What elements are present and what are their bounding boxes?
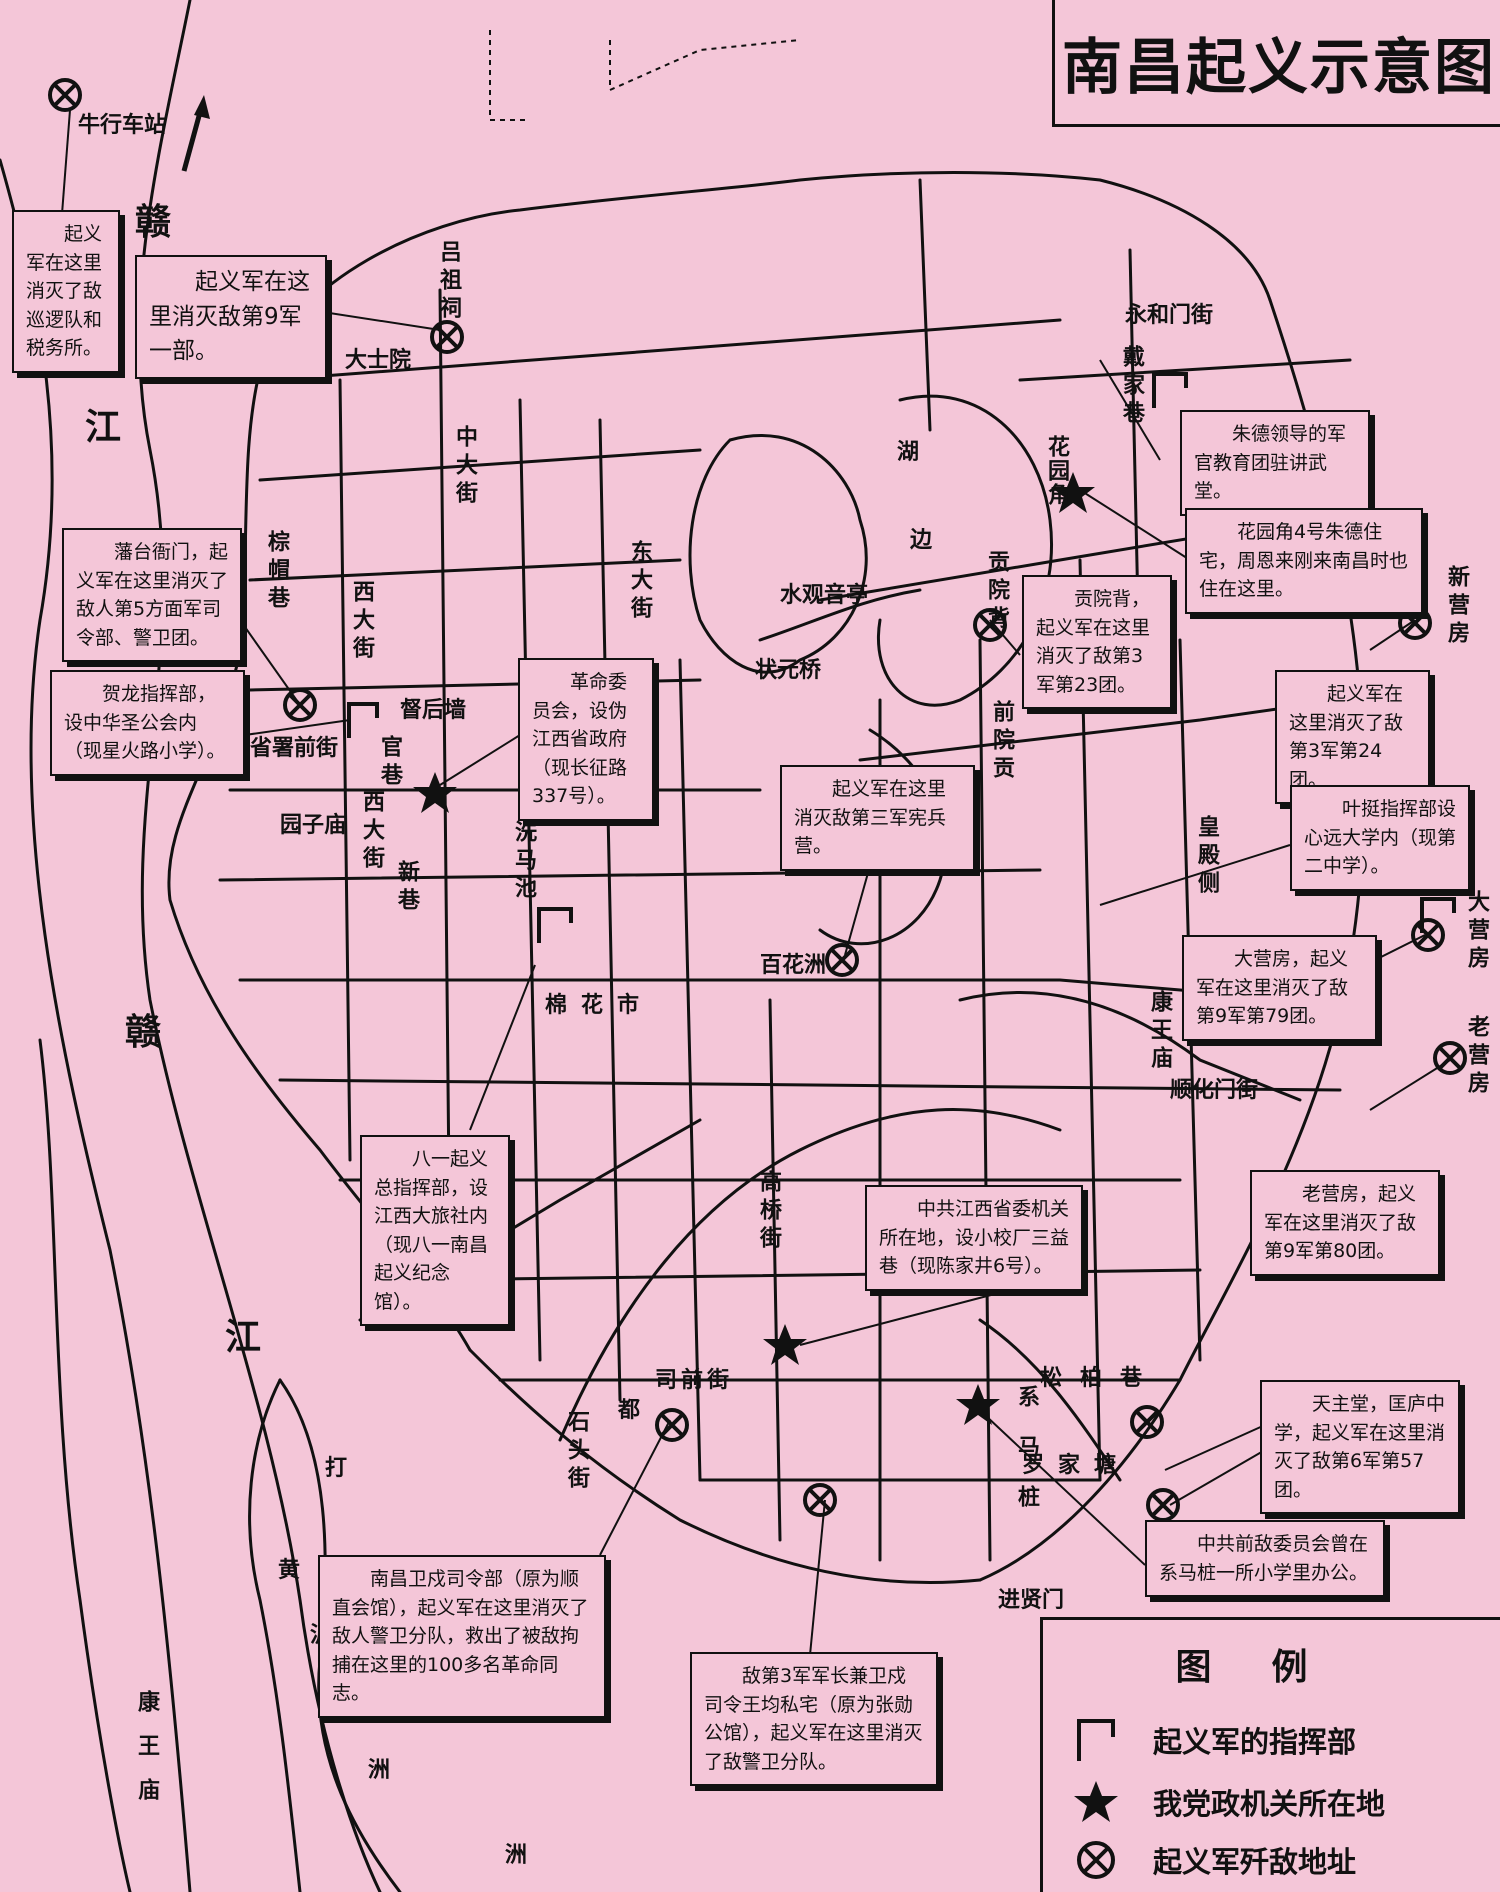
place-label: 打 (325, 1456, 348, 1481)
river-label: 江 (225, 1317, 262, 1358)
place-label: 顺化门街 (1170, 1078, 1259, 1103)
place-label: 老营房 (1464, 1015, 1489, 1099)
place-label: 园子庙 (280, 813, 347, 838)
callout-note: 天主堂，匡庐中学，起义军在这里消灭了敌第6军第57团。 (1260, 1380, 1460, 1514)
flag-icon (1420, 897, 1456, 933)
flag-icon (1077, 1719, 1115, 1761)
place-label: 水观音亭 (780, 583, 869, 608)
legend-item-battle: 起义军歼敌地址 (1073, 1835, 1356, 1885)
star-icon (1074, 1781, 1118, 1822)
place-label: 状元桥 (755, 658, 822, 683)
place-label: 贡院背 (984, 550, 1009, 634)
legend-item-party: 我党政机关所在地 (1073, 1777, 1385, 1827)
callout-note: 革命委员会，设伪江西省政府（现长征路337号）。 (518, 658, 654, 821)
place-label: 前院贡 (989, 700, 1014, 784)
callout-note: 中共前敌委员会曾在系马桩一所小学里办公。 (1145, 1520, 1385, 1597)
callout-note: 花园角4号朱德住宅，周恩来刚来南昌时也住在这里。 (1185, 508, 1423, 614)
callout-note: 起义军在这里消灭敌第9军一部。 (135, 255, 327, 379)
callout-note: 贡院背，起义军在这里消灭了敌第3军第23团。 (1022, 575, 1172, 709)
place-label: 高桥街 (756, 1170, 781, 1254)
crossed-circle-icon (803, 1483, 837, 1517)
river-label: 赣 (135, 202, 172, 243)
callout-note: 南昌卫戍司令部（原为顺直会馆），起义军在这里消灭了敌人警卫分队，救出了被敌拘捕在… (318, 1555, 606, 1718)
legend-label: 起义军歼敌地址 (1153, 1845, 1357, 1879)
crossed-circle-icon (825, 943, 859, 977)
place-label: 石头街 (564, 1410, 589, 1494)
callout-note: 中共江西省委机关所在地，设小校厂三益巷（现陈家井6号）。 (865, 1185, 1083, 1291)
place-label: 洲 (505, 1843, 528, 1868)
place-label: 官巷 (377, 735, 402, 791)
callout-note: 起义军在这里消灭敌第三军宪兵营。 (780, 765, 975, 871)
callout-note: 朱德领导的军官教育团驻讲武堂。 (1180, 410, 1370, 516)
callout-note: 叶挺指挥部设心远大学内（现第二中学）。 (1290, 785, 1470, 891)
place-label: 西大街 (359, 790, 384, 874)
place-label: 永和门街 (1125, 303, 1214, 328)
place-label: 百花洲 (760, 953, 827, 978)
star-icon (956, 1384, 1000, 1425)
place-label: 黄 (278, 1558, 301, 1583)
place-label: 康王庙 (134, 1690, 159, 1822)
star-icon (1051, 472, 1095, 513)
flag-icon (537, 907, 573, 943)
callout-note: 老营房，起义军在这里消灭了敌第9军第80团。 (1250, 1170, 1440, 1276)
legend-label: 我党政机关所在地 (1153, 1787, 1386, 1821)
place-label: 大士院 (345, 348, 412, 373)
place-label: 大营房 (1464, 890, 1489, 974)
flag-icon (347, 702, 379, 738)
crossed-circle-icon (283, 688, 317, 722)
place-label: 省署前街 (250, 736, 339, 761)
north-arrow-icon (181, 95, 210, 172)
crossed-circle-icon (1433, 1041, 1467, 1075)
crossed-circle-icon (430, 320, 464, 354)
place-label: 洲 (368, 1758, 391, 1783)
river-label: 江 (85, 407, 122, 448)
callout-note: 贺龙指挥部，设中华圣公会内（现星火路小学）。 (50, 670, 245, 776)
crossed-circle-icon (1146, 1488, 1180, 1522)
star-icon (413, 772, 457, 813)
crossed-circle-icon (48, 78, 82, 112)
callout-note: 大营房，起义军在这里消灭了敌第9军第79团。 (1182, 935, 1377, 1041)
place-label: 松柏巷 (1040, 1366, 1161, 1391)
place-label: 西大街 (349, 580, 374, 664)
place-label: 棉花市 (545, 993, 654, 1018)
place-label: 康王庙 (1147, 990, 1172, 1074)
callout-note: 藩台衙门，起义军在这里消灭了敌人第5方面军司令部、警卫团。 (62, 528, 242, 662)
place-label: 东大街 (627, 540, 652, 624)
place-label: 新巷 (394, 860, 419, 916)
place-label: 督后墙 (400, 698, 467, 723)
place-label: 戴家巷 (1119, 345, 1144, 429)
star-icon (763, 1324, 807, 1365)
crossed-circle-icon (973, 608, 1007, 642)
callout-note: 起义军在这里消灭了敌巡逻队和税务所。 (12, 210, 120, 373)
crossed-circle-icon (1130, 1405, 1164, 1439)
crossed-circle-icon (655, 1408, 689, 1442)
river-label: 赣 (125, 1012, 162, 1053)
map-legend: 图例 起义军的指挥部 我党政机关所在地 起义军歼敌地址 (1040, 1617, 1500, 1892)
place-label: 罗家塘 (1022, 1453, 1131, 1478)
place-label: 湖 (897, 440, 920, 465)
place-label: 吕祖祠 (436, 240, 461, 324)
legend-label: 起义军的指挥部 (1153, 1725, 1357, 1759)
place-label: 洗马池 (511, 820, 536, 904)
place-label: 花园角 (1044, 435, 1069, 507)
callout-note: 八一起义总指挥部，设江西大旅社内（现八一南昌起义纪念馆）。 (360, 1135, 510, 1326)
place-label: 棕帽巷 (264, 530, 289, 614)
place-label: 边 (910, 528, 933, 553)
place-label: 进贤门 (998, 1588, 1065, 1613)
place-label: 系马桩 (1014, 1385, 1039, 1535)
callout-note: 敌第3军军长兼卫戍司令王均私宅（原为张勋公馆），起义军在这里消灭了敌警卫分队。 (690, 1652, 938, 1786)
place-label: 牛行车站 (78, 113, 167, 138)
crossed-circle-icon (1077, 1841, 1115, 1879)
place-label: 都 (618, 1398, 641, 1423)
flag-icon (1152, 372, 1188, 408)
place-label: 新营房 (1444, 565, 1469, 649)
place-label: 皇殿侧 (1194, 815, 1219, 899)
place-label: 司前街 (655, 1368, 734, 1393)
legend-item-hq: 起义军的指挥部 (1073, 1715, 1356, 1765)
map-title: 南昌起义示意图 (1052, 0, 1500, 127)
callout-note: 起义军在这里消灭了敌第3军第24团。 (1275, 670, 1430, 804)
place-label: 中大街 (452, 425, 477, 509)
legend-title: 图例 (1175, 1647, 1368, 1688)
